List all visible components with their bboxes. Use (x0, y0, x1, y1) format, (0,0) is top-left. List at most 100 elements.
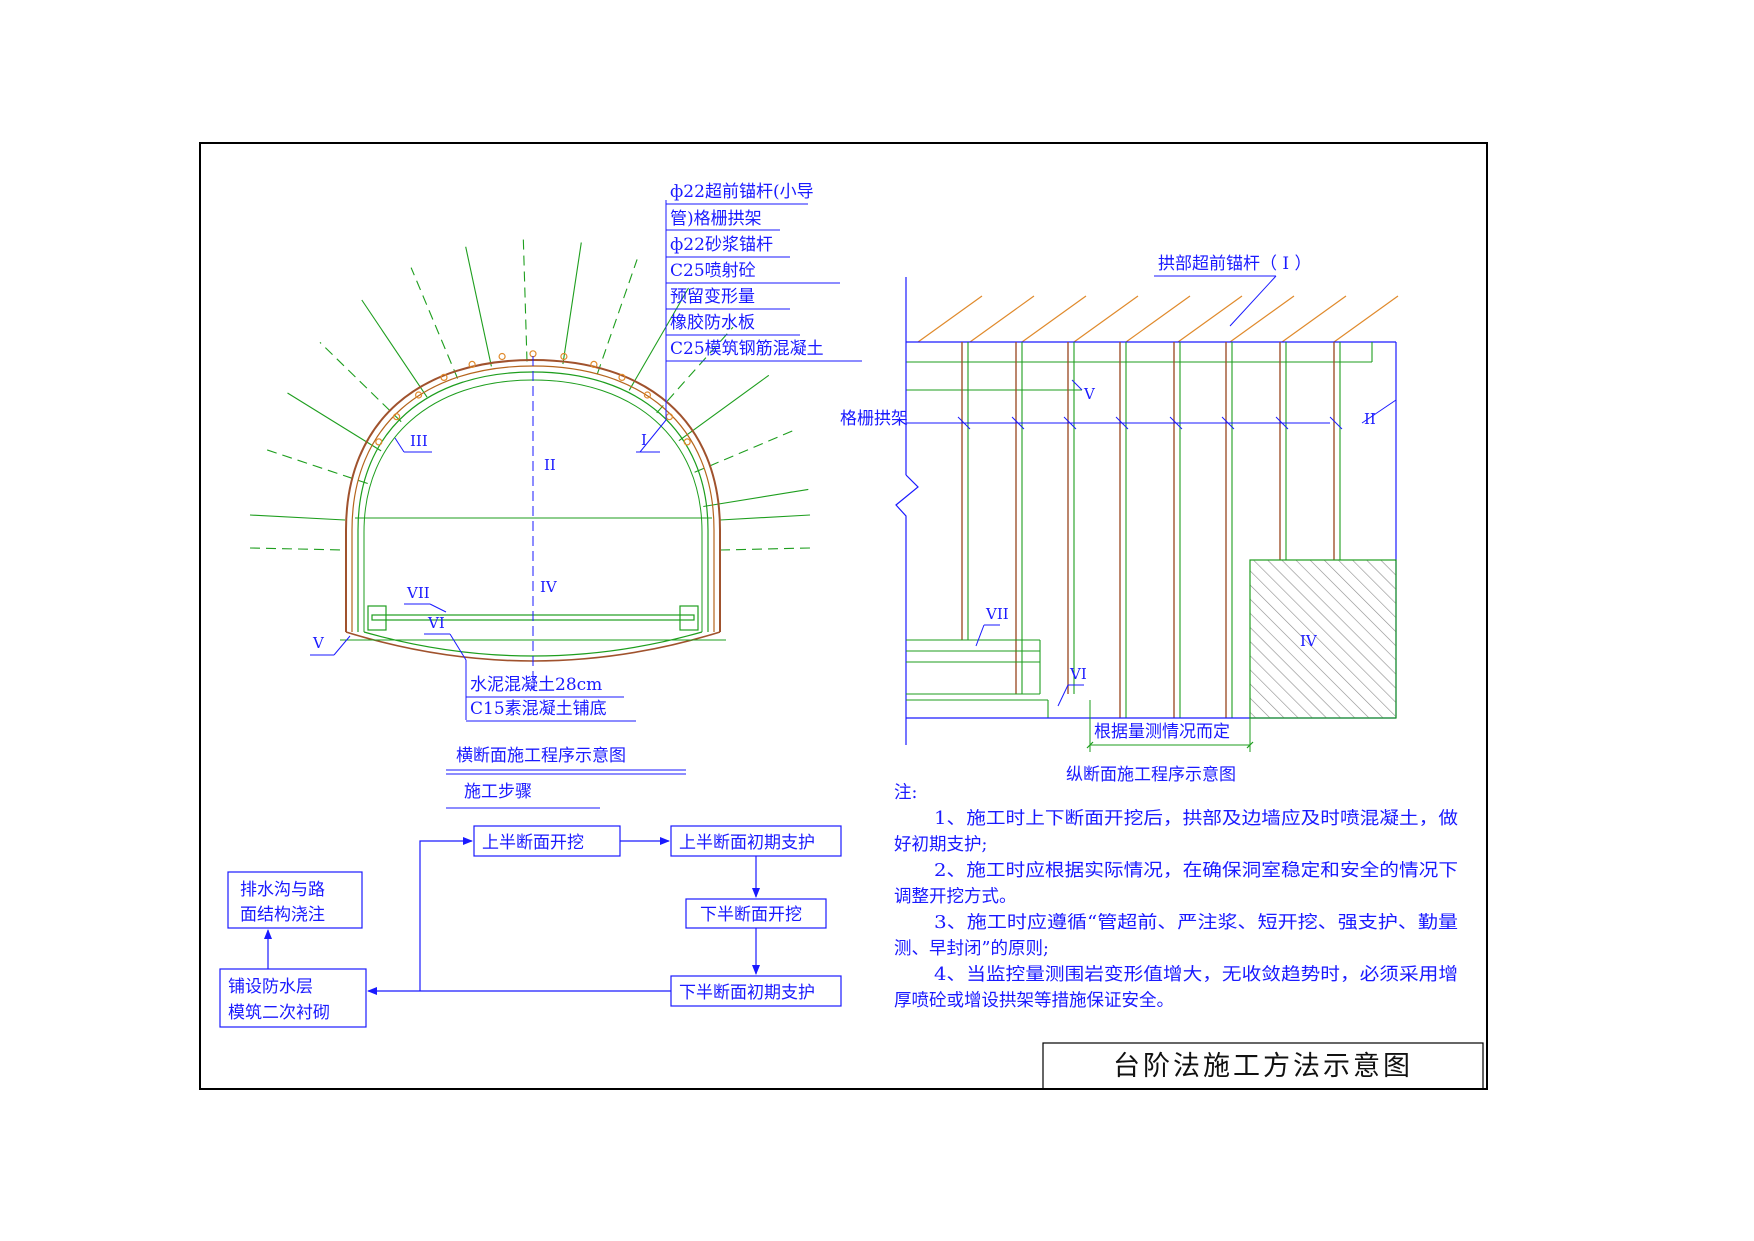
anchor-head (375, 438, 383, 446)
forepoling-lines (917, 295, 1399, 343)
radial-anchor (678, 374, 770, 442)
step-lower-excavate-label: 下半断面开挖 (700, 905, 802, 925)
drawing-title: 台阶法施工方法示意图 (1113, 1051, 1413, 1082)
forepoling-line (1125, 295, 1191, 343)
radial-anchor (562, 242, 582, 365)
note-line-5: 3、施工时应遵循“管超前、严注浆、短开挖、强支护、勤量 (934, 913, 1458, 933)
forepoling-line (1229, 295, 1295, 343)
cross-part-labels: I II III IV V VI VII (310, 431, 660, 661)
forepoling-line (1281, 295, 1347, 343)
part-IV-label: IV (540, 578, 558, 596)
part-VI-label: VI (427, 614, 445, 632)
legend-line-7: C25模筑钢筋混凝土 (670, 339, 824, 359)
longi-part-VII-label: VII (985, 605, 1009, 623)
anchor-head (683, 438, 691, 446)
longi-part-IV-label: IV (1300, 632, 1318, 650)
drain-right (679, 605, 699, 631)
part-III-label: III (410, 432, 428, 450)
part-II-label: II (544, 456, 556, 474)
flowchart: 施工步骤 上半断面开挖 上半断面初期支护 下半断面开挖 下半断面初期支护 铺设防… (219, 782, 842, 1028)
radial-anchor (703, 488, 809, 508)
legend-line-3: ф22砂浆锚杆 (670, 235, 773, 255)
longi-part-V-label: V (1083, 385, 1096, 403)
radial-anchor (656, 326, 734, 414)
note-line-7: 4、当监控量测围岩变形值增大，无收敛趋势时，必须采用增 (934, 965, 1458, 985)
radial-anchor (287, 392, 382, 452)
radial-anchor (465, 246, 492, 367)
legend-line-4: C25喷射砼 (670, 261, 756, 281)
forepoling-line (969, 295, 1035, 343)
cross-bottom-labels: 水泥混凝土28cm C15素混凝土铺底 (465, 660, 636, 722)
title-block (1042, 1042, 1484, 1090)
radial-anchor (628, 287, 689, 391)
radial-anchor (265, 448, 368, 485)
side-anchor (249, 514, 346, 521)
note-line-8: 厚喷砼或增设拱架等措施保证安全。 (894, 991, 1174, 1011)
drain-left (367, 605, 387, 631)
anchor-head (665, 413, 674, 421)
tunnel-invert-inner (363, 631, 703, 657)
forepoling-line (1177, 295, 1243, 343)
note-line-2: 好初期支护; (894, 835, 987, 855)
part-I-label: I (641, 431, 647, 449)
anchor-head (440, 373, 448, 381)
step-drainage-label: 排水沟与路 (240, 880, 325, 900)
longi-top-label: 拱部超前锚杆（ I ） (1158, 254, 1312, 274)
notes-block: 注: 1、施工时上下断面开挖后，拱部及边墙应及时喷混凝土，做 好初期支护; 2、… (894, 783, 1458, 1011)
step-lining-label: 模筑二次衬砌 (228, 1003, 330, 1023)
step-upper-excavate-label: 上半断面开挖 (482, 833, 584, 853)
radial-anchor (596, 259, 638, 374)
pavement-label: 水泥混凝土28cm (470, 675, 602, 695)
anchor-head (498, 352, 506, 361)
forepoling-line (1333, 295, 1399, 343)
step-drainage-pavement (227, 871, 363, 929)
radial-anchor (361, 299, 428, 398)
part-V-label: V (312, 634, 325, 652)
step-waterproof-lining (219, 968, 367, 1028)
anchor-head (415, 391, 423, 399)
anchor-head (468, 360, 476, 368)
radial-anchor (522, 238, 528, 362)
legend-line-2: 管)格栅拱架 (670, 209, 762, 229)
anchor-head (560, 352, 568, 361)
anchor-head (643, 391, 652, 399)
radial-anchor (694, 429, 795, 473)
note-line-4: 调整开挖方式。 (894, 887, 1017, 907)
anchor-head (393, 413, 401, 421)
cross-legend: ф22超前锚杆(小导 管)格栅拱架 ф22砂浆锚杆 C25喷射砼 预留变形量 橡… (666, 182, 862, 362)
note-line-1: 1、施工时上下断面开挖后，拱部及边墙应及时喷混凝土，做 (934, 809, 1458, 829)
cross-section-drawing (249, 200, 811, 688)
legend-line-5: 预留变形量 (670, 287, 755, 307)
legend-line-6: 橡胶防水板 (670, 313, 755, 333)
longitudinal-title: 纵断面施工程序示意图 (1066, 765, 1236, 785)
radial-anchor (410, 267, 459, 379)
side-anchor (249, 547, 346, 551)
step-waterproof-label: 铺设防水层 (228, 977, 313, 997)
side-anchor (719, 547, 811, 551)
radial-anchors (249, 238, 811, 551)
legend-line-1: ф22超前锚杆(小导 (670, 182, 814, 202)
flow-heading: 施工步骤 (464, 782, 532, 802)
radial-anchor (319, 342, 402, 423)
notes-heading: 注: (894, 783, 917, 803)
arch-tick (1329, 416, 1343, 430)
base-label: C15素混凝土铺底 (470, 699, 607, 719)
forepoling-line (1073, 295, 1139, 343)
legend-leader-slant (639, 419, 667, 453)
part-VII-label: VII (406, 584, 430, 602)
longitudinal-drawing (895, 277, 1399, 752)
longi-part-VI-label: VI (1069, 665, 1087, 683)
anchor-heads (375, 350, 691, 446)
anchor-head (590, 360, 598, 368)
forepoling-line (917, 295, 983, 343)
sheet-frame (199, 142, 1488, 1090)
forepoling-line (1021, 295, 1087, 343)
longi-labels: 拱部超前锚杆（ I ） 格栅拱架 V II IV VII VI 根据量测情况而定… (840, 254, 1397, 785)
anchor-head (618, 373, 626, 381)
cross-section-title: 横断面施工程序示意图 (456, 746, 626, 766)
core-IV-hatch (1249, 559, 1397, 719)
note-line-3: 2、施工时应根据实际情况，在确保洞室稳定和安全的情况下 (934, 861, 1458, 881)
anchor-head (529, 350, 537, 358)
longi-arch-label: 格栅拱架 (840, 409, 908, 429)
